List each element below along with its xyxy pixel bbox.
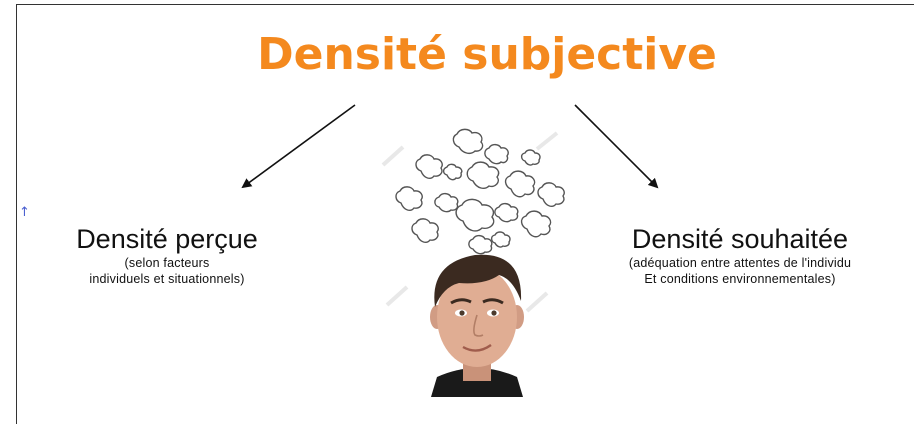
desired-density-heading: Densité souhaitée (631, 224, 849, 254)
side-marker: ↑ (19, 205, 30, 220)
desired-density-detail-1: (adéquation entre attentes de l'individu (628, 256, 852, 270)
watermark-marks (381, 131, 559, 313)
slide: ↑ Densité subjective (16, 4, 914, 424)
perceived-density-detail-1: (selon facteurs (124, 256, 210, 270)
desired-density-node: Densité souhaitée (adéquation entre atte… (590, 223, 890, 287)
arrow-to-perceived (241, 104, 356, 189)
perceived-density-node: Densité perçue (selon facteurs individue… (37, 223, 297, 287)
person-icon (430, 254, 524, 397)
desired-density-detail-2: Et conditions environnementales) (644, 272, 836, 286)
arrow-to-desired (574, 104, 659, 189)
perceived-density-heading: Densité perçue (76, 224, 258, 254)
diagram-title: Densité subjective (257, 29, 717, 80)
arrows-layer (241, 104, 659, 189)
thought-clouds-icon (395, 128, 565, 274)
thinking-person-illustration (381, 128, 565, 397)
perceived-density-detail-2: individuels et situationnels) (89, 272, 245, 286)
